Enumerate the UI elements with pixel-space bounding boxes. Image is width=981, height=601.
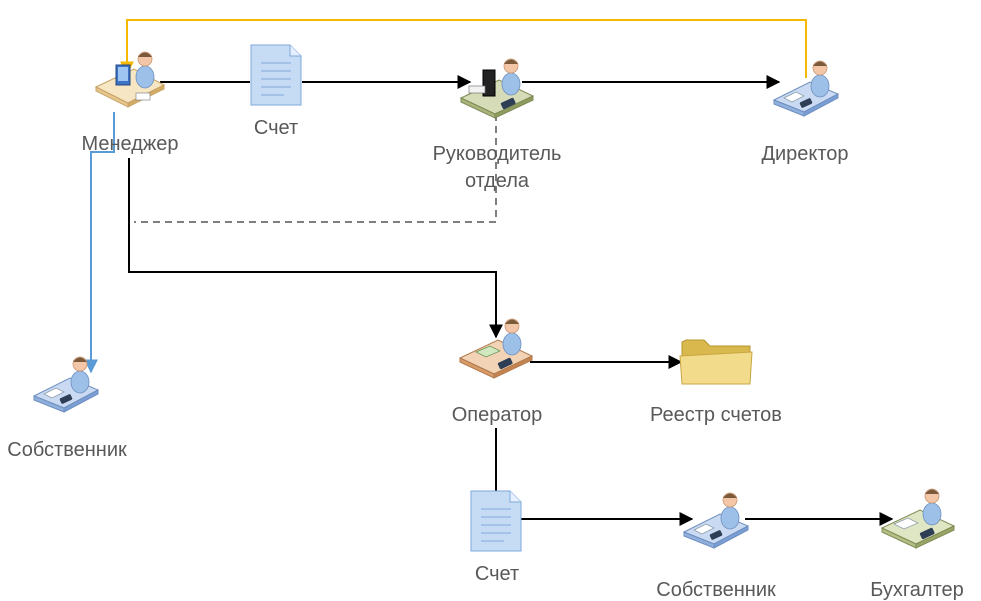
accountant-icon bbox=[880, 488, 956, 549]
dept-head-label-line2: отдела bbox=[465, 170, 530, 192]
manager-label: Менеджер bbox=[81, 133, 178, 155]
registry-folder-icon bbox=[679, 339, 753, 385]
dept-head-label-line1: Руководитель bbox=[433, 143, 562, 165]
accountant-label: Бухгалтер bbox=[870, 579, 964, 601]
owner-left-icon bbox=[33, 356, 99, 413]
registry-label: Реестр счетов bbox=[650, 404, 782, 426]
connector-manager-to-operator bbox=[128, 158, 503, 339]
invoice-bottom-label: Счет bbox=[475, 563, 519, 585]
dept-head-icon bbox=[459, 58, 535, 119]
connector-director-to-manager bbox=[120, 19, 807, 78]
connector-owner-to-manager bbox=[84, 112, 115, 374]
manager-icon bbox=[94, 51, 166, 108]
owner-bottom-label: Собственник bbox=[656, 579, 776, 601]
invoice-top-icon bbox=[250, 44, 302, 106]
connector-dept-head-to-manager-dashed bbox=[134, 114, 497, 223]
owner-left-label: Собственник bbox=[7, 439, 127, 461]
invoice-bottom-icon bbox=[470, 490, 522, 552]
operator-icon bbox=[458, 318, 534, 379]
operator-label: Оператор bbox=[452, 404, 543, 426]
owner-bottom-icon bbox=[683, 492, 749, 549]
director-label: Директор bbox=[761, 143, 848, 165]
invoice-top-label: Счет bbox=[254, 117, 298, 139]
